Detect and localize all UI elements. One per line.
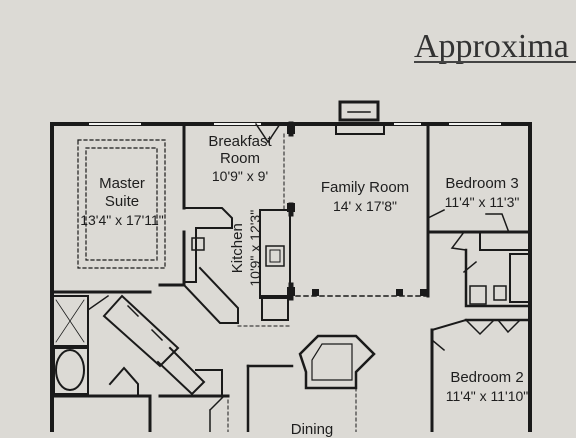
room-label-dining: Dining	[270, 422, 354, 438]
tray-ceiling	[77, 139, 166, 269]
room-label-bedroom2: Bedroom 2 11'4" x 11'10"	[432, 370, 542, 403]
hall-bathtub	[509, 253, 531, 303]
room-label-master: Master Suite 13'4" x 17'11"	[62, 176, 182, 227]
column-post	[287, 203, 295, 212]
dining-bay	[298, 334, 376, 390]
kitchen-counter	[183, 207, 233, 283]
bathtub	[55, 349, 85, 391]
room-name: Breakfast	[208, 133, 272, 150]
room-size: 11'4" x 11'3"	[444, 193, 520, 210]
master-bath-wall	[50, 394, 152, 432]
kitchen-island	[259, 209, 291, 299]
room-name: Bedroom 2	[450, 369, 524, 386]
wall-master-lower	[158, 230, 186, 287]
room-size: 13'4" x 17'11"	[80, 211, 164, 228]
exterior-wall-right	[293, 122, 532, 432]
room-label-kitchen: Kitchen 10'9" x 12'3"	[228, 188, 263, 308]
room-size: 14' x 17'8"	[332, 197, 398, 214]
room-name: Bedroom 3	[445, 175, 519, 192]
column-post	[287, 122, 295, 134]
room-size: 10'9" x 9'	[211, 167, 269, 184]
column-post	[420, 289, 427, 296]
heading-underline	[414, 61, 576, 63]
room-label-bedroom3: Bedroom 3 11'4" x 11'3"	[430, 176, 534, 209]
fireplace	[338, 100, 380, 122]
room-name: Kitchen	[228, 223, 246, 274]
page-heading: Approxima	[414, 28, 569, 65]
room-label-breakfast: Breakfast Room 10'9" x 9'	[184, 134, 296, 183]
room-name: Family Room	[320, 179, 410, 196]
column-post	[396, 289, 403, 296]
column-post	[287, 287, 295, 296]
exterior-wall	[50, 122, 287, 432]
room-name: Dining	[290, 421, 334, 438]
column-post	[312, 289, 319, 296]
room-name: Master	[99, 175, 145, 192]
room-name: Room	[219, 149, 260, 167]
room-size: 10'9" x 12'3"	[246, 209, 263, 287]
room-name: Suite	[104, 192, 140, 210]
room-label-family: Family Room 14' x 17'8"	[298, 180, 432, 213]
room-size: 11'4" x 11'10"	[445, 387, 529, 404]
